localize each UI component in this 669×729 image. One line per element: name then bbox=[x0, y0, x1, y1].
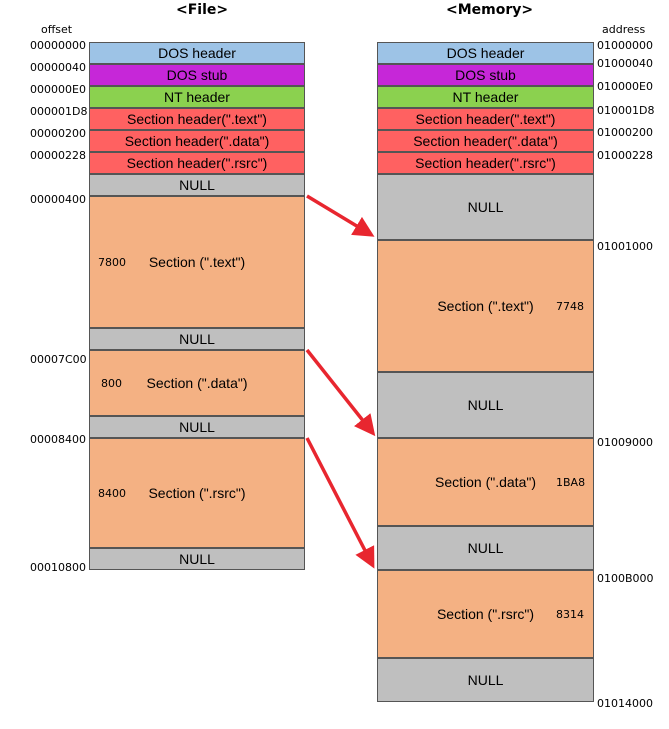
mem-null-block: NULL bbox=[377, 174, 594, 240]
file-offset: 00007C00 bbox=[30, 353, 87, 366]
file-section-rsrc: Section (".rsrc") bbox=[89, 438, 305, 548]
mem-dos-stub: DOS stub bbox=[377, 64, 594, 86]
file-offset: 00000040 bbox=[30, 61, 86, 74]
mem-null-block: NULL bbox=[377, 658, 594, 702]
file-dos-stub: DOS stub bbox=[89, 64, 305, 86]
mem-address: 01000040 bbox=[597, 57, 653, 70]
mem-address: 0100B000 bbox=[597, 572, 654, 585]
mem-address: 01014000 bbox=[597, 697, 653, 710]
arrow-rsrc-section bbox=[305, 437, 375, 569]
file-offset: 000001D8 bbox=[30, 105, 88, 118]
mem-section-rsrc: Section (".rsrc") bbox=[377, 570, 594, 658]
mem-section-text: Section (".text") bbox=[377, 240, 594, 372]
file-size-rsrc: 8400 bbox=[98, 487, 126, 500]
mem-address: 010000E0 bbox=[597, 80, 653, 93]
mem-size-rsrc: 8314 bbox=[556, 608, 584, 621]
file-offset: 00000400 bbox=[30, 193, 86, 206]
file-offset: 00000000 bbox=[30, 39, 86, 52]
mem-address: 01000000 bbox=[597, 39, 653, 52]
file-null-block: NULL bbox=[89, 328, 305, 350]
mem-address: 01009000 bbox=[597, 436, 653, 449]
address-label: address bbox=[602, 23, 646, 36]
mem-section-header-rsrc: Section header(".rsrc") bbox=[377, 152, 594, 174]
mem-null-block: NULL bbox=[377, 526, 594, 570]
file-null-block: NULL bbox=[89, 174, 305, 196]
mem-dos-header: DOS header bbox=[377, 42, 594, 64]
mem-address: 01000228 bbox=[597, 149, 653, 162]
file-size-data: 800 bbox=[101, 377, 122, 390]
file-section-data: Section (".data") bbox=[89, 350, 305, 416]
mem-address: 01000200 bbox=[597, 126, 653, 139]
file-offset: 00000200 bbox=[30, 127, 86, 140]
file-null-block: NULL bbox=[89, 416, 305, 438]
mem-address: 010001D8 bbox=[597, 104, 655, 117]
mem-address: 01001000 bbox=[597, 240, 653, 253]
file-nt-header: NT header bbox=[89, 86, 305, 108]
mem-size-data: 1BA8 bbox=[556, 476, 586, 489]
file-offset: 000000E0 bbox=[30, 83, 86, 96]
mem-section-header-text: Section header(".text") bbox=[377, 108, 594, 130]
file-section-header-rsrc: Section header(".rsrc") bbox=[89, 152, 305, 174]
file-dos-header: DOS header bbox=[89, 42, 305, 64]
file-section-header-text: Section header(".text") bbox=[89, 108, 305, 130]
file-section-text: Section (".text") bbox=[89, 196, 305, 328]
offset-label: offset bbox=[41, 23, 73, 36]
file-null-block: NULL bbox=[89, 548, 305, 570]
mem-null-block: NULL bbox=[377, 372, 594, 438]
mem-nt-header: NT header bbox=[377, 86, 594, 108]
memory-title: <Memory> bbox=[446, 2, 534, 18]
file-offset: 00010800 bbox=[30, 561, 86, 574]
file-offset: 00008400 bbox=[30, 433, 86, 446]
arrow-data-section bbox=[305, 348, 376, 437]
arrow-text-section bbox=[306, 194, 375, 237]
mem-size-text: 7748 bbox=[556, 300, 584, 313]
file-offset: 00000228 bbox=[30, 149, 86, 162]
file-size-text: 7800 bbox=[98, 256, 126, 269]
file-section-header-data: Section header(".data") bbox=[89, 130, 305, 152]
mem-section-data: Section (".data") bbox=[377, 438, 594, 526]
file-title: <File> bbox=[176, 2, 229, 18]
mem-section-header-data: Section header(".data") bbox=[377, 130, 594, 152]
